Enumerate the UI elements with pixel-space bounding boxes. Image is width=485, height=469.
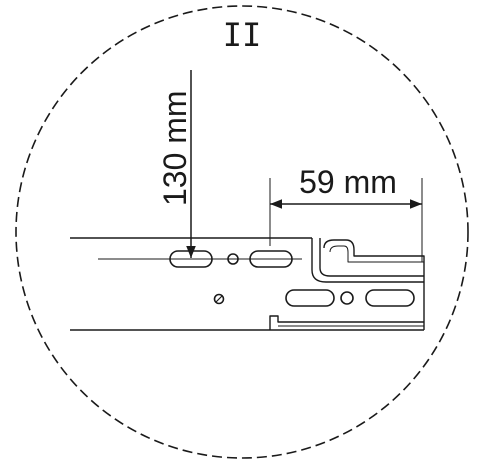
hole-upper: [227, 253, 239, 265]
hole-lower: [340, 291, 354, 305]
slot-lower-right: [365, 289, 415, 307]
vertical-dimension-label: 130 mm: [157, 90, 193, 206]
detail-label: II: [223, 16, 262, 54]
screw-head: [213, 293, 225, 305]
slot-holes: [169, 250, 415, 307]
horizontal-dimension-label: 59 mm: [299, 164, 397, 200]
rail-profile: [70, 237, 425, 331]
screw-slot: [215, 295, 223, 303]
slot-lower-left: [285, 289, 335, 307]
slot-upper-right: [249, 250, 293, 268]
detail-circle: [15, 5, 469, 459]
